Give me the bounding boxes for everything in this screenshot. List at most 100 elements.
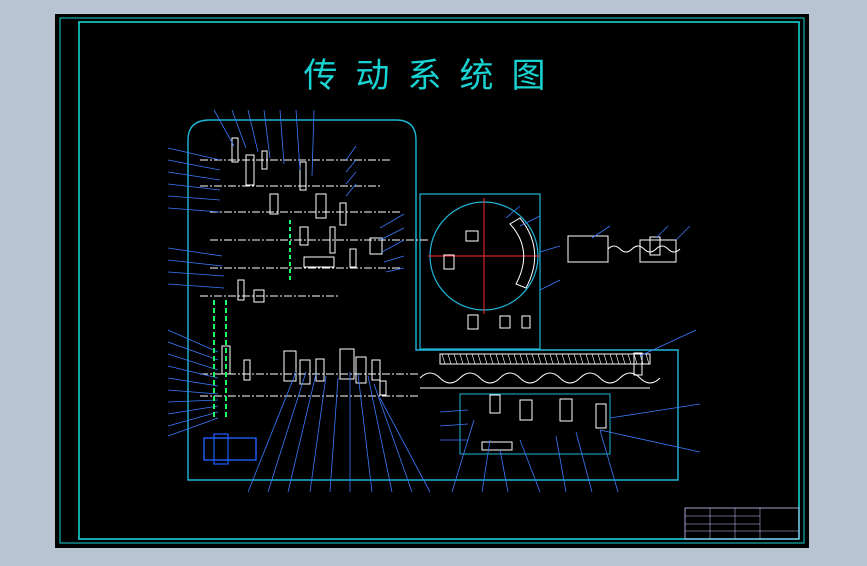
rack-tooth: [573, 353, 578, 365]
handwheel-housing: [639, 239, 677, 263]
gear: [253, 289, 265, 303]
leader-line: [167, 399, 219, 403]
leader-line: [505, 205, 521, 219]
leader-line: [267, 371, 307, 493]
leader-line: [345, 159, 357, 173]
leader-line: [167, 417, 219, 437]
leader-line: [439, 409, 469, 413]
leader-line: [167, 405, 219, 415]
gear: [303, 256, 335, 268]
rack-tooth: [465, 353, 470, 365]
gear: [499, 315, 511, 329]
leader-line: [167, 341, 219, 361]
outer-frame: [59, 17, 805, 544]
leader-line: [357, 373, 373, 493]
leader-line: [247, 371, 297, 493]
gear: [519, 399, 533, 421]
leader-line: [167, 171, 221, 181]
motor: [203, 437, 257, 461]
rack-tooth: [537, 353, 542, 365]
gear: [489, 394, 501, 414]
leader-line: [519, 215, 541, 227]
gear: [243, 359, 251, 381]
leader-line: [539, 279, 561, 291]
gear: [299, 359, 311, 385]
leader-line: [599, 429, 619, 493]
rack-tooth: [543, 353, 548, 365]
rack-tooth: [513, 353, 518, 365]
headstock-outline: [187, 119, 679, 481]
rack-tooth: [531, 353, 536, 365]
leader-line: [295, 109, 301, 171]
leader-line: [287, 373, 317, 493]
rack-tooth: [549, 353, 554, 365]
leader-line: [345, 145, 357, 161]
gear: [329, 226, 336, 254]
rack-tooth: [621, 353, 626, 365]
gear: [299, 226, 309, 246]
gear: [349, 248, 357, 268]
leader-line: [655, 225, 669, 239]
gear: [649, 236, 661, 256]
gear: [633, 352, 643, 376]
leader-line: [167, 195, 221, 201]
rack-tooth: [507, 353, 512, 365]
gear: [559, 398, 573, 422]
gear: [355, 356, 367, 384]
title-block: [684, 507, 800, 540]
gear: [315, 358, 325, 382]
leader-line: [555, 435, 567, 493]
gear: [339, 348, 355, 380]
gear: [283, 350, 297, 382]
drawing-sheet: [55, 14, 809, 548]
leader-line: [481, 439, 491, 493]
apron-box: [459, 393, 611, 455]
gear: [481, 441, 513, 451]
rack-tooth: [519, 353, 524, 365]
rack-tooth: [597, 353, 602, 365]
leader-line: [167, 183, 221, 191]
rack-tooth: [441, 353, 446, 365]
rack-tooth: [645, 353, 650, 365]
leader-line: [167, 411, 219, 427]
leader-line: [575, 431, 593, 493]
rack-tooth: [459, 353, 464, 365]
gear: [231, 137, 239, 163]
leader-line: [167, 353, 219, 371]
gear: [299, 161, 307, 191]
leader-line: [279, 109, 285, 165]
rack-tooth: [615, 353, 620, 365]
leader-line: [499, 449, 509, 493]
inner-frame: [78, 21, 800, 540]
rack-teeth: [441, 353, 650, 365]
leader-line: [379, 397, 431, 493]
leader-line: [383, 255, 405, 263]
leader-line: [167, 377, 219, 387]
gear: [237, 279, 245, 301]
leader-line: [167, 329, 219, 353]
drawing-title: 传动系统图: [303, 56, 564, 96]
rack-tooth: [555, 353, 560, 365]
leader-line: [379, 227, 405, 241]
leader-line: [591, 225, 611, 239]
leader-line: [167, 207, 221, 213]
cam-profile: [509, 217, 536, 289]
leader-line: [367, 375, 393, 493]
rack-tooth: [447, 353, 452, 365]
leader-line: [329, 377, 339, 493]
leader-line: [599, 429, 701, 453]
gear: [371, 359, 381, 381]
rack-tooth: [525, 353, 530, 365]
leader-line: [167, 259, 223, 267]
leader-line: [451, 419, 475, 493]
gear: [261, 150, 268, 170]
rack-tooth: [585, 353, 590, 365]
gear: [467, 314, 479, 330]
leader-line: [247, 109, 259, 153]
leader-line: [231, 109, 247, 149]
leader-line: [263, 109, 271, 159]
leader-line: [639, 329, 697, 357]
gear: [315, 193, 327, 219]
